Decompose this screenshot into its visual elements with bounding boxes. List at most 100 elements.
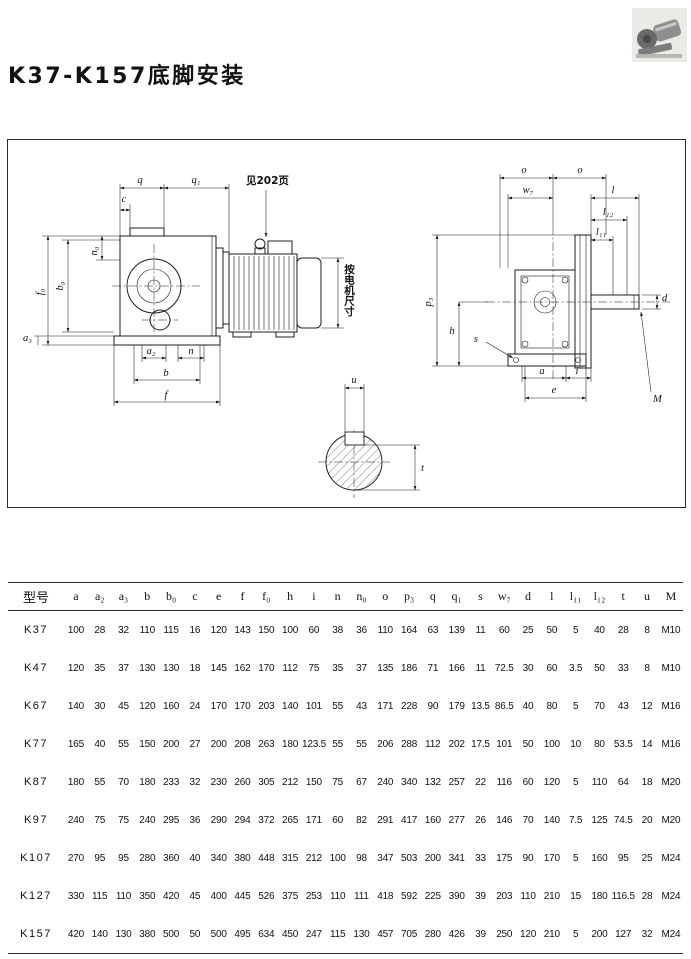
value-cell: 120 [67,662,84,674]
dim-label-n0: n₀ [89,246,100,255]
dim-label-s: s [474,334,478,345]
column-header: n₀ [356,589,367,603]
value-cell: 253 [305,890,322,902]
value-cell: 37 [118,662,129,674]
value-cell: 132 [424,776,441,788]
value-cell: M24 [661,852,681,864]
column-header: u [644,589,651,603]
column-header: a₂ [94,589,105,603]
column-header: t [621,589,625,603]
dim-label-l11: l₁₁ [596,227,606,238]
dim-label-l: l [612,185,615,196]
value-cell: 420 [163,890,180,902]
motor-size-note: 按电机尺寸 [343,263,355,317]
value-cell: 16 [189,624,201,636]
value-cell: 112 [425,738,441,750]
value-cell: M10 [661,662,681,674]
value-cell: 60 [308,624,320,636]
dim-label-w7: w₇ [523,185,534,196]
dim-label-p3: p₃ [423,297,434,307]
value-cell: 257 [448,776,465,788]
value-cell: 82 [356,814,367,826]
column-header: p₃ [403,589,415,603]
dim-label-l12: l₁₂ [603,207,614,218]
value-cell: 64 [617,776,629,788]
value-cell: 5 [572,928,579,940]
column-header: a [73,589,79,603]
value-cell: 35 [94,662,106,674]
value-cell: 32 [641,928,653,940]
value-cell: 36 [356,624,367,636]
value-cell: M24 [661,890,681,902]
value-cell: 75 [308,662,320,674]
value-cell: 240 [67,814,84,826]
dim-label-a3: a₃ [23,333,32,344]
dim-label-d: d [662,293,668,304]
value-cell: 55 [356,738,367,750]
value-cell: 171 [305,814,322,826]
value-cell: 375 [282,890,299,902]
column-header: s [478,589,483,603]
value-cell: 116 [496,776,513,788]
value-cell: 28 [94,624,106,636]
value-cell: 146 [496,814,513,826]
value-cell: 705 [401,928,418,940]
value-cell: 5 [572,624,579,636]
value-cell: 5 [572,776,579,788]
value-cell: 100 [282,624,299,636]
model-cell: K157 [20,928,52,940]
value-cell: 25 [522,624,534,636]
value-cell: 35 [332,662,344,674]
value-cell: 40 [594,624,605,636]
technical-drawing: q q₁ 见202页 c n₀ b₀ f₀ a₃ a₂ n [23,165,670,498]
value-cell: 40 [522,700,534,712]
value-cell: 162 [234,662,251,674]
value-cell: 63 [427,624,439,636]
value-cell: 340 [401,776,418,788]
value-cell: 526 [258,890,275,902]
value-cell: 60 [546,662,558,674]
value-cell: 294 [234,814,251,826]
value-cell: 200 [163,738,180,750]
value-cell: 43 [617,700,629,712]
value-cell: 208 [234,738,251,750]
value-cell: 503 [401,852,418,864]
value-cell: 350 [139,890,156,902]
value-cell: 101 [305,700,322,712]
column-header: b [144,589,151,603]
column-header: h [287,589,294,603]
eye-bolt-icon [254,238,266,250]
page-title: K37-K157底脚安装 [8,64,246,89]
value-cell: 160 [163,700,180,712]
value-cell: 14 [641,738,653,750]
value-cell: 180 [67,776,84,788]
dim-label-n: n [188,346,193,357]
value-cell: 295 [163,814,180,826]
value-cell: 33 [475,852,486,864]
value-cell: 263 [258,738,275,750]
column-header: l₁₁ [569,589,582,603]
value-cell: 8 [644,662,650,674]
value-cell: 37 [356,662,367,674]
value-cell: 71 [427,662,439,674]
value-cell: 20 [641,814,653,826]
column-header: e [216,589,222,603]
value-cell: 11 [475,624,486,636]
dim-label-q1: q₁ [192,175,201,186]
value-cell: 95 [617,852,629,864]
value-cell: 457 [377,928,394,940]
model-cell: K97 [23,814,49,826]
value-cell: 67 [356,776,367,788]
dim-label-t: t [421,463,425,474]
value-cell: 247 [305,928,322,940]
dim-label-h: h [449,326,454,337]
value-cell: 112 [282,662,298,674]
value-cell: 100 [543,738,560,750]
value-cell: M16 [661,700,681,712]
value-cell: 40 [94,738,106,750]
value-cell: 280 [139,852,156,864]
value-cell: 202 [448,738,465,750]
